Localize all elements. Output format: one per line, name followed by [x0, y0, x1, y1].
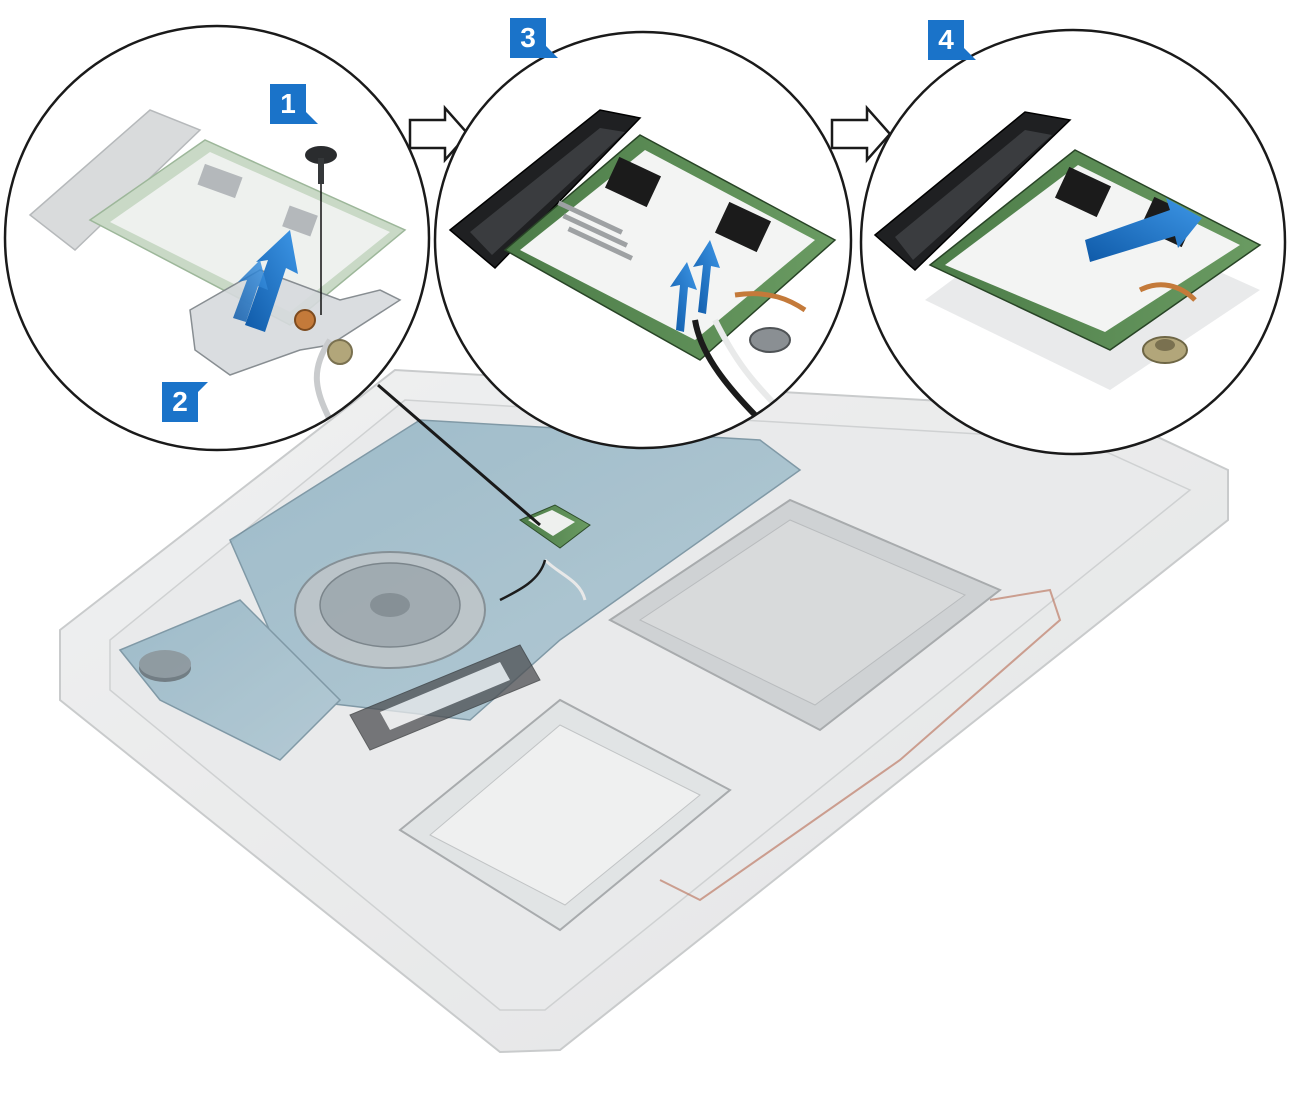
detail-circle-4 [859, 28, 1287, 456]
screw [305, 146, 337, 184]
step-badge-3: 3 [510, 18, 558, 58]
speaker-cable [659, 588, 1062, 902]
step-badge-2: 2 [162, 382, 208, 422]
detail-circle-1 [3, 24, 431, 452]
detail-circle-3 [433, 30, 853, 450]
step-badge-1: 1 [270, 84, 318, 124]
callout-leader-line [377, 383, 541, 527]
touchpad [608, 498, 1002, 732]
next-step-arrow-icon [830, 104, 892, 164]
step-badge-4: 4 [928, 20, 976, 60]
ssd-module [349, 644, 541, 751]
system-fan [294, 551, 486, 669]
wireless-card-installed [499, 504, 591, 602]
coin-cell-battery [139, 650, 191, 682]
hard-drive [398, 698, 732, 932]
